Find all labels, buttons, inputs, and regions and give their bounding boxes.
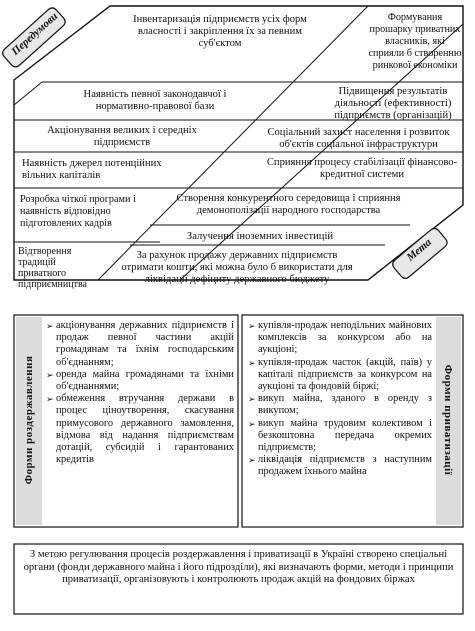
privatization-box bbox=[241, 314, 464, 528]
destatization-item-2: оренда майна громадянами та їхніми об'єд… bbox=[46, 369, 234, 393]
destatization-label-strip bbox=[16, 317, 42, 525]
band-left bbox=[97, 5, 369, 281]
center-top-text: Інвентаризація підприємств усіх форм вла… bbox=[133, 14, 307, 49]
destatization-box bbox=[13, 314, 239, 528]
prerequisite-5: Відтворення традицій приватного підприєм… bbox=[18, 246, 87, 290]
prerequisites-tag bbox=[2, 7, 66, 68]
upper-block-outline bbox=[13, 5, 464, 281]
bottom-box bbox=[13, 543, 464, 615]
goal-tag bbox=[392, 227, 448, 279]
privatization-item-4: викуп майна трудовим колективом і безкош… bbox=[248, 418, 432, 455]
destatization-label: Форми роздержавлення bbox=[23, 355, 35, 485]
goal-4: Сприяння процесу стабілізації фінансово-… bbox=[266, 157, 458, 180]
prerequisite-2: Акціонування великих і середніх підприєм… bbox=[47, 125, 197, 148]
privatization-item-3: викуп майна, зданого в оренду з викупом; bbox=[248, 393, 432, 417]
destatization-list: акціонування державних підприємств і про… bbox=[46, 320, 234, 466]
band-right bbox=[179, 23, 464, 281]
privatization-label-strip bbox=[436, 317, 461, 525]
goal-2: Підвищення результатів діяльності (ефект… bbox=[334, 86, 452, 121]
prerequisite-4: Розробка чіткої програми і наявність від… bbox=[20, 194, 136, 229]
privatization-item-5: ліквідація підприємств з наступним прода… bbox=[248, 454, 432, 478]
center-row-1: Створення конкурентного середовища і спр… bbox=[176, 193, 401, 216]
goal-3: Соціальний захист населення і розвиток о… bbox=[267, 127, 450, 150]
destatization-item-1: акціонування державних підприємств і про… bbox=[46, 320, 234, 369]
sep-l1b bbox=[13, 81, 43, 106]
privatization-label: Форми приватизації bbox=[442, 364, 454, 476]
prerequisite-3: Наявність джерел потенційних вільних кап… bbox=[22, 158, 162, 181]
prerequisite-1: Наявність певної законодавчої і норматив… bbox=[83, 89, 227, 112]
privatization-item-1: купівля-продаж неподільних майнових комп… bbox=[248, 320, 432, 357]
privatization-item-2: купівля-продаж часток (акцій, паїв) у ка… bbox=[248, 357, 432, 394]
destatization-item-3: обмеження втручання держави в процес цін… bbox=[46, 393, 234, 466]
bottom-note: З метою регулювання процесів роздержавле… bbox=[23, 549, 454, 585]
privatization-list: купівля-продаж неподільних майнових комп… bbox=[248, 320, 432, 479]
center-row-2: Залучення іноземних інвестицій bbox=[186, 231, 334, 242]
center-row-3: За рахунок продажу державних підприємств… bbox=[121, 250, 353, 285]
goal-1: Формування прошарку приватних власників,… bbox=[368, 12, 462, 71]
